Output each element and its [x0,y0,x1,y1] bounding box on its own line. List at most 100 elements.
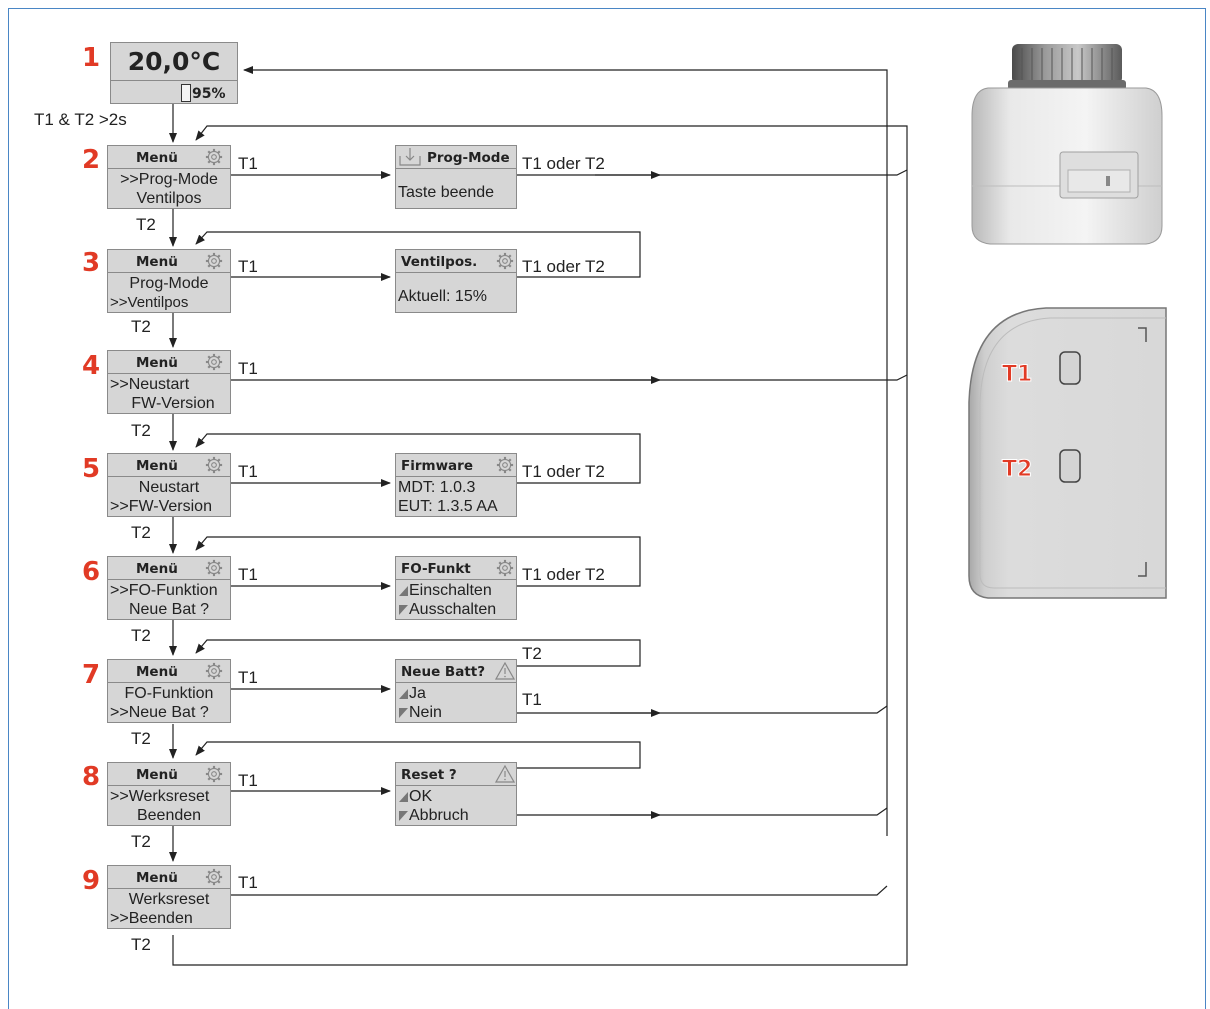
step-number-8: 8 [82,762,101,792]
step-number-9: 9 [82,866,101,896]
submenu-line-2: Nein [409,704,442,721]
select-label-8: T1 [238,771,258,790]
submenu-title: Prog-Mode [427,150,510,166]
menu-line-1: >>Werksreset [110,788,210,805]
step-number-2: 2 [82,145,101,175]
step-number-7: 7 [82,660,101,690]
menu-screen-3: Menü Prog-Mode >>Ventilpos [107,249,231,313]
menu-line-2: >>FW-Version [110,498,212,515]
firmware-exit-label: T1 oder T2 [522,462,605,481]
menu-line-2: >>Ventilpos [110,294,189,311]
next-label-2: T2 [136,215,156,234]
submenu-line-2: EUT: 1.3.5 AA [398,498,498,515]
key-t2-marker-icon [399,605,408,615]
select-label-3: T1 [238,257,258,276]
download-icon [399,148,421,166]
submenu-line-1: OK [409,788,433,805]
submenu-title: FO-Funkt [401,561,471,577]
ventilpos-screen: Ventilpos. Aktuell: 15% [395,249,517,313]
menu-title: Menü [136,458,178,474]
warning-icon [495,765,515,783]
menu-title: Menü [136,254,178,270]
select-label-5: T1 [238,462,258,481]
gear-icon [205,148,223,166]
next-label-6: T2 [131,626,151,645]
thermostat-illustration [971,44,1163,245]
key-t1-marker-icon [399,586,408,596]
step-number-5: 5 [82,454,101,484]
next-label-5: T2 [131,523,151,542]
ventil-exit-label: T1 oder T2 [522,257,605,276]
next-label-9: T2 [131,935,151,954]
key-t2-marker-icon [399,708,408,718]
step-number-6: 6 [82,557,101,587]
gear-icon [205,868,223,886]
submenu-line-1: Ja [409,685,426,702]
battery-level: 95% [192,86,226,102]
menu-title: Menü [136,664,178,680]
battery-icon [181,84,191,102]
menu-line-1: >>FO-Funktion [110,582,218,599]
flow-connectors [169,66,908,966]
warning-icon [495,662,515,680]
menu-screen-7: Menü FO-Funktion >>Neue Bat ? [107,659,231,723]
submenu-title: Ventilpos. [401,254,478,270]
gear-icon [205,559,223,577]
submenu-line-2: Abbruch [409,807,469,824]
select-label-2: T1 [238,154,258,173]
menu-line-2: >>Neue Bat ? [110,704,209,721]
menu-screen-4: Menü >>Neustart FW-Version [107,350,231,414]
step-number-4: 4 [82,351,101,381]
batt-t1-label: T1 [522,690,542,709]
gear-icon [205,353,223,371]
menu-screen-2: Menü >>Prog-Mode Ventilpos [107,145,231,209]
submenu-line-2: Ausschalten [409,601,497,618]
button-t2-label: T2 [1001,457,1033,483]
next-label-7: T2 [131,729,151,748]
prog-mode-screen: Prog-Mode Taste beende [395,145,517,209]
key-t2-marker-icon [399,811,408,821]
status-screen: 20,0°C 95% [110,42,238,104]
submenu-line-1: MDT: 1.0.3 [398,479,476,496]
select-label-7: T1 [238,668,258,687]
submenu-title: Neue Batt? [401,664,486,680]
gear-icon [205,662,223,680]
menu-screen-8: Menü >>Werksreset Beenden [107,762,231,826]
submenu-line-1: Aktuell: 15% [398,288,487,305]
menu-screen-6: Menü >>FO-Funktion Neue Bat ? [107,556,231,620]
firmware-screen: Firmware MDT: 1.0.3 EUT: 1.3.5 AA [395,453,517,517]
select-label-6: T1 [238,565,258,584]
batt-t2-label: T2 [522,644,542,663]
menu-line-1: >>Prog-Mode [120,171,218,188]
submenu-title: Reset ? [401,767,457,783]
menu-title: Menü [136,767,178,783]
menu-line-2: >>Beenden [110,910,193,927]
step-number-3: 3 [82,248,101,278]
menu-line-1: Neustart [138,479,200,496]
neue-batt-screen: Neue Batt? Ja Nein [395,659,517,723]
select-label-9: T1 [238,873,258,892]
menu-title: Menü [136,870,178,886]
gear-icon [205,252,223,270]
gear-icon [496,456,514,474]
temperature-value: 20,0°C [127,47,221,76]
menu-line-1: >>Neustart [110,376,190,393]
fo-exit-label: T1 oder T2 [522,565,605,584]
menu-screen-9: Menü Werksreset >>Beenden [107,865,231,929]
submenu-line-1: Einschalten [409,582,492,599]
menu-line-1: Prog-Mode [129,275,209,292]
select-label-4: T1 [238,359,258,378]
menu-line-2: Beenden [136,807,202,824]
menu-title: Menü [136,150,178,166]
next-label-8: T2 [131,832,151,851]
next-label-4: T2 [131,421,151,440]
prog-exit-label: T1 oder T2 [522,154,605,173]
key-t1-marker-icon [399,792,408,802]
menu-title: Menü [136,355,178,371]
step-number-1: 1 [82,43,101,73]
next-label-3: T2 [131,317,151,336]
menu-screen-5: Menü Neustart >>FW-Version [107,453,231,517]
gear-icon [496,559,514,577]
reset-screen: Reset ? OK Abbruch [395,762,517,826]
key-t1-marker-icon [399,689,408,699]
